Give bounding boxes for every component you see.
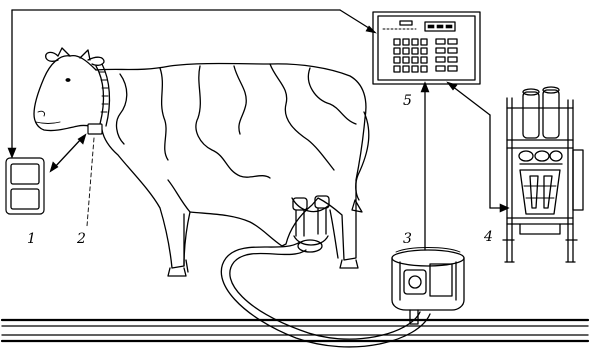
label-4: 4 — [484, 230, 493, 244]
label-5: 5 — [403, 94, 412, 108]
label-1: 1 — [27, 232, 36, 246]
signal-line-terminal-to-reader — [8, 10, 376, 158]
terminal-keypad — [394, 39, 457, 72]
signal-line-reader-to-collar — [50, 134, 86, 172]
label-3: 3 — [403, 232, 412, 246]
feed-dispenser — [503, 87, 583, 262]
control-terminal — [373, 12, 480, 84]
milk-hose — [221, 242, 430, 347]
collar-transponder — [88, 124, 102, 134]
signal-line-terminal-to-meter — [421, 82, 429, 250]
label-2: 2 — [77, 232, 86, 246]
signal-line-terminal-to-feeder — [447, 82, 509, 212]
handheld-reader — [6, 158, 44, 214]
milk-meter — [392, 248, 464, 325]
leader-line-2 — [87, 138, 94, 226]
